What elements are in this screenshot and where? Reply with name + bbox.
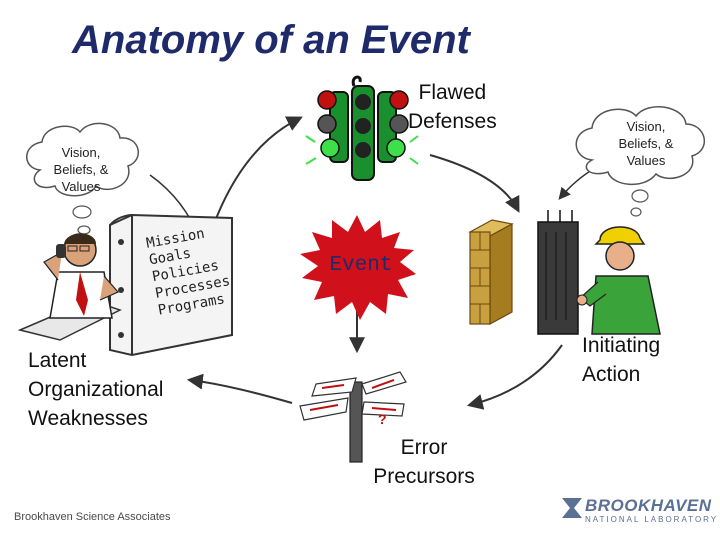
node-event: Event (329, 254, 393, 277)
arrow-initiating-to-error (466, 344, 563, 410)
page-title: Anatomy of an Event (72, 18, 470, 62)
event-burst-icon (300, 215, 416, 320)
brookhaven-logo-icon (562, 498, 582, 518)
cloud-right-line-2: Beliefs, & (618, 136, 674, 151)
brand-name: BROOKHAVEN (585, 496, 712, 515)
binder-contents: Mission Goals Policies Processes Program… (145, 223, 234, 320)
node-flawed-defenses-line-2: Defenses (408, 110, 497, 133)
cloud-right-text: Vision, Beliefs, & Values (600, 118, 692, 169)
cloud-right-line-1: Vision, (626, 119, 666, 134)
node-latent-weaknesses: Latent Organizational Weaknesses (28, 346, 163, 433)
cloud-right-line-3: Values (626, 153, 666, 168)
signpost-icon: ? (299, 371, 407, 463)
node-initiating-action: Initiating Action (582, 331, 660, 389)
thought-cloud-left-icon (26, 122, 139, 248)
node-error-precursors: Error Precursors (356, 433, 492, 491)
traffic-light-icon (305, 75, 419, 181)
node-flawed-defenses: Flawed Defenses (408, 78, 497, 136)
cloud-left-text: Vision, Beliefs, & Values (38, 144, 124, 195)
worker-hardhat-icon (537, 210, 661, 335)
node-flawed-defenses-line-1: Flawed (418, 81, 487, 104)
brand-subtitle: NATIONAL LABORATORY (585, 515, 719, 524)
node-initiating-line-2: Action (582, 363, 641, 386)
cloud-left-line-1: Vision, (61, 145, 101, 160)
thought-cloud-right-icon (575, 106, 706, 217)
worried-man-icon (17, 233, 122, 341)
node-latent-line-2: Organizational (28, 378, 164, 401)
footer-text: Brookhaven Science Associates (14, 511, 171, 523)
binder-icon (109, 213, 233, 357)
brick-wall-icon (468, 219, 514, 326)
arrow-flawed-to-initiating (429, 154, 520, 213)
node-error-line-2: Precursors (373, 465, 475, 488)
node-error-line-1: Error (400, 436, 448, 459)
node-latent-line-3: Weaknesses (28, 407, 148, 430)
signpost-question-mark: ? (378, 411, 387, 427)
cloud-left-line-3: Values (61, 179, 101, 194)
arrow-error-to-latent (186, 373, 293, 404)
node-latent-line-1: Latent (28, 349, 87, 372)
cloud-left-line-2: Beliefs, & (53, 162, 109, 177)
node-initiating-line-1: Initiating (582, 334, 661, 357)
